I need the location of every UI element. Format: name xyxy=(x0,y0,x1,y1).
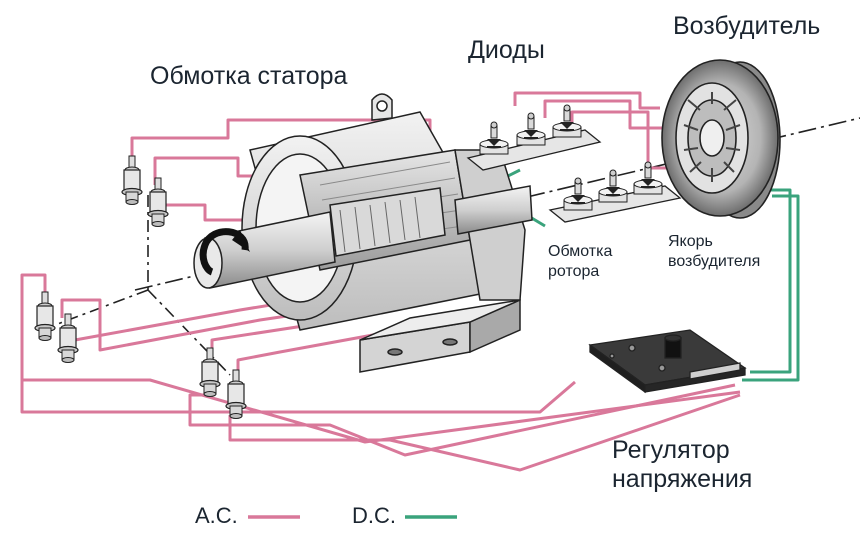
label-exciter-armature-line1: Якорь xyxy=(668,233,713,250)
diode-bridge-upper xyxy=(466,104,602,171)
label-voltage-regulator: Регулятор напряжения xyxy=(612,436,752,494)
label-rotor-winding-line2: ротора xyxy=(548,263,600,280)
label-stator-winding: Обмотка статора xyxy=(150,62,348,90)
legend-ac-label: A.C. xyxy=(195,503,238,528)
label-rotor-winding: Обмотка ротора xyxy=(548,242,612,282)
voltage-regulator-board xyxy=(588,329,747,394)
label-exciter-armature: Якорь возбудителя xyxy=(668,232,760,272)
generator-body xyxy=(193,93,533,373)
rotation-arrow-icon xyxy=(199,228,250,276)
label-rotor-winding-line1: Обмотка xyxy=(548,243,613,260)
label-exciter: Возбудитель xyxy=(673,12,821,40)
diode-bridge-lower xyxy=(548,161,682,223)
label-exciter-armature-line2: возбудителя xyxy=(668,253,761,270)
exciter-disk xyxy=(661,59,781,219)
label-voltage-regulator-line1: Регулятор xyxy=(612,436,730,464)
legend-dc-label: D.C. xyxy=(352,503,396,528)
label-voltage-regulator-line2: напряжения xyxy=(612,464,753,493)
label-diodes: Диоды xyxy=(468,36,545,64)
